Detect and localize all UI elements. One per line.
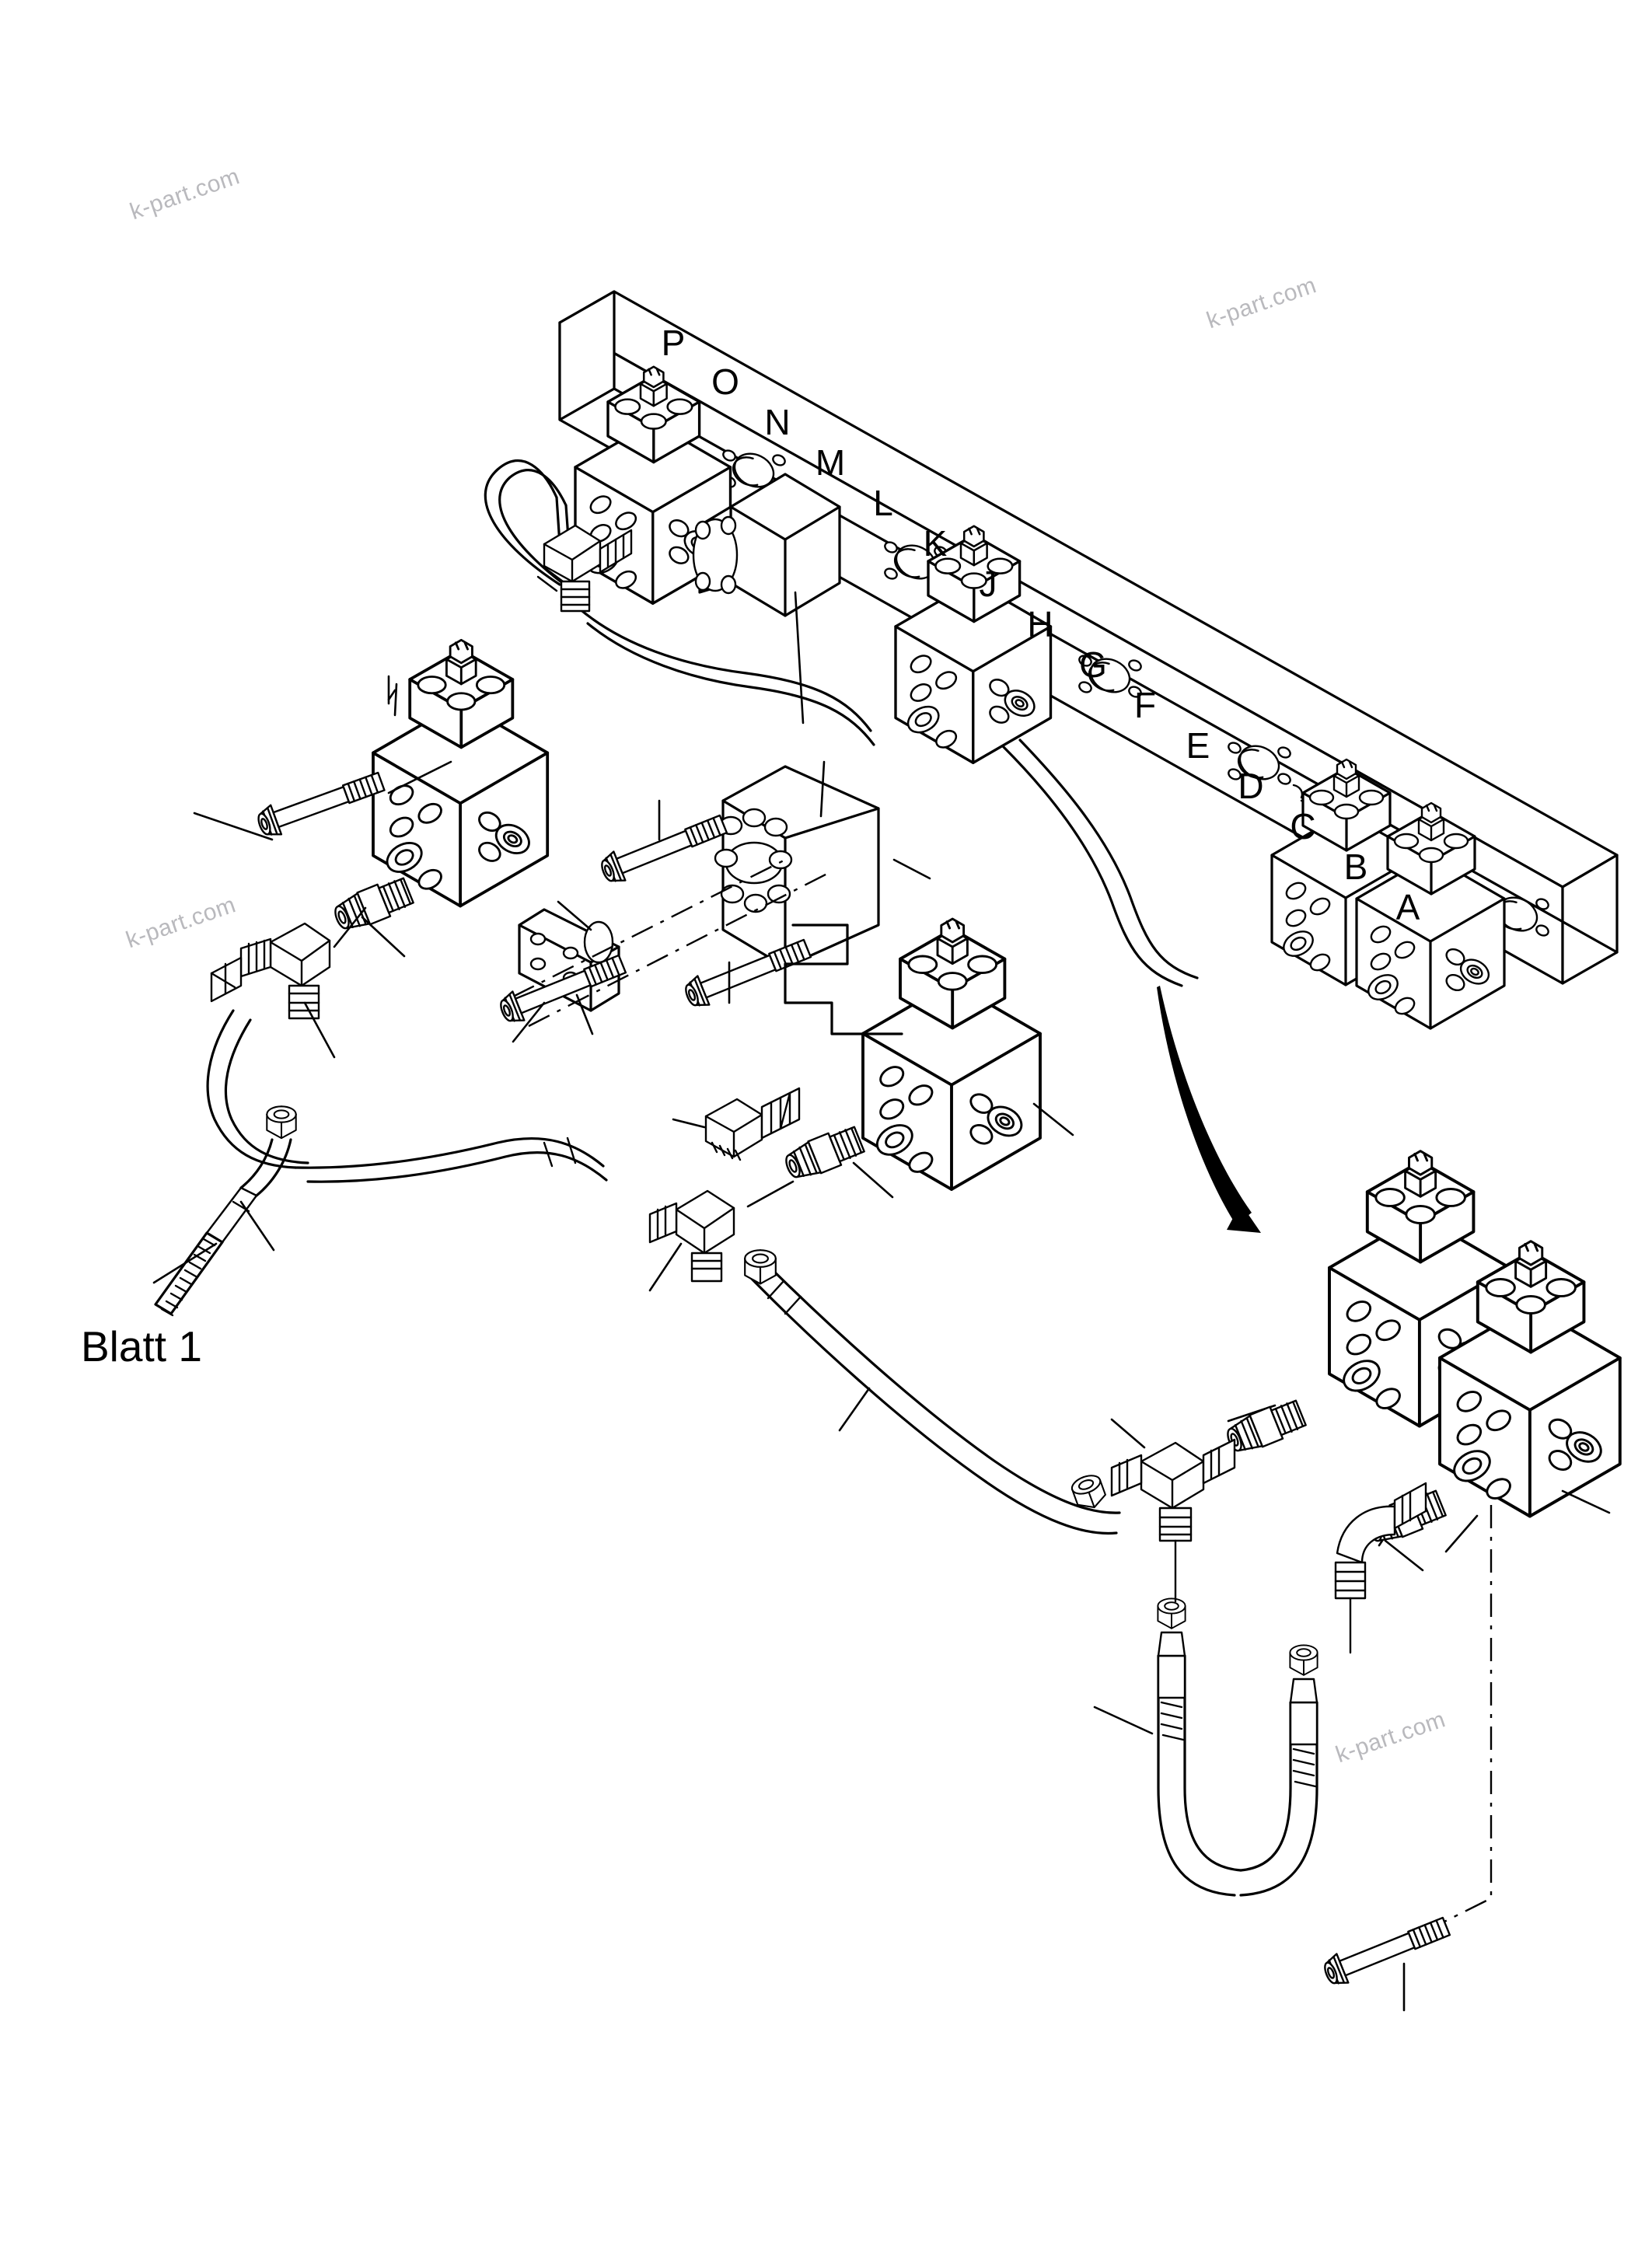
port-letter-L: L (873, 483, 893, 523)
curved-reference-arrow (1157, 986, 1252, 1225)
leader-line (193, 812, 274, 841)
leader-line (1093, 1706, 1154, 1735)
leader-line (838, 1387, 871, 1432)
port-letter-B: B (1344, 847, 1368, 887)
tee-fitting-lower-right (1110, 1438, 1236, 1542)
leader-line (1384, 1539, 1424, 1572)
port-letter-C: C (1290, 806, 1315, 847)
leader-line (672, 1118, 706, 1129)
leader-line (575, 993, 594, 1035)
leader-line (393, 683, 398, 717)
free-block-lower-center (861, 917, 1042, 1191)
bolt-left-block (253, 766, 388, 842)
port-letter-D: D (1238, 766, 1263, 806)
leader-line (152, 1242, 218, 1284)
free-block-center (714, 760, 931, 969)
leader-line (512, 1001, 546, 1043)
hose-braided-end (152, 1105, 297, 1317)
leader-line (387, 760, 452, 794)
hose-upper-left-loop (484, 459, 875, 746)
tee-fitting-left (210, 922, 331, 1020)
leader-line (746, 1180, 795, 1208)
leader-line (387, 689, 396, 701)
leader-line (1032, 1102, 1074, 1136)
leader-line (333, 906, 367, 948)
hose-rail-to-lower-left (1001, 738, 1199, 987)
o-ring (583, 920, 614, 964)
port-letter-P: P (662, 323, 686, 363)
arrow-head (1227, 1203, 1261, 1233)
leader-line (361, 916, 406, 958)
free-block-left (372, 638, 550, 908)
port-letter-O: O (711, 361, 739, 402)
fitting-cluster-upper-left (543, 524, 633, 613)
bolt-center-upper (596, 808, 731, 888)
centerline (528, 872, 828, 1028)
hose-center-diagonal (746, 1258, 1121, 1535)
rail-block-flanged (692, 473, 841, 724)
knurled-fitting (704, 1087, 801, 1161)
adapter-lower-right-a (1222, 1395, 1308, 1459)
hose-u-loop-bottom (1093, 1597, 1318, 1897)
port-letter-G: G (1079, 644, 1107, 685)
elbow-fitting-lower-right (1334, 1482, 1427, 1600)
port-letter-N: N (764, 402, 790, 442)
leader-line (892, 858, 931, 880)
leader-line (303, 1001, 336, 1059)
port-letter-M: M (816, 442, 845, 483)
port-letter-A: A (1396, 887, 1420, 927)
leader-line (1444, 1514, 1479, 1553)
port-letter-E: E (1186, 725, 1210, 766)
leader-line (819, 760, 826, 818)
bracket-outline (784, 924, 849, 965)
port-letter-H: H (1027, 604, 1053, 644)
port-letter-K: K (924, 523, 948, 564)
rail-port-letters: P O N M L K J H G F E D C B A (662, 323, 1420, 927)
centerline (512, 858, 786, 998)
leader-line (648, 1242, 683, 1292)
leader-line (557, 900, 592, 931)
bolt-bottom-right (1319, 1911, 1454, 1990)
hexnut-center-hose (744, 1249, 777, 1285)
leader-line (1561, 1489, 1611, 1514)
leader-line (852, 1161, 894, 1199)
tee-fitting-center (648, 1189, 735, 1283)
port-letter-J: J (980, 564, 997, 604)
bracket-outline (784, 962, 903, 1035)
port-letter-F: F (1134, 685, 1156, 725)
adapter-lower-center (781, 1122, 867, 1185)
sheet-label: Blatt 1 (81, 1322, 202, 1370)
leader-line (1110, 1418, 1146, 1449)
leader-line (239, 1200, 275, 1252)
